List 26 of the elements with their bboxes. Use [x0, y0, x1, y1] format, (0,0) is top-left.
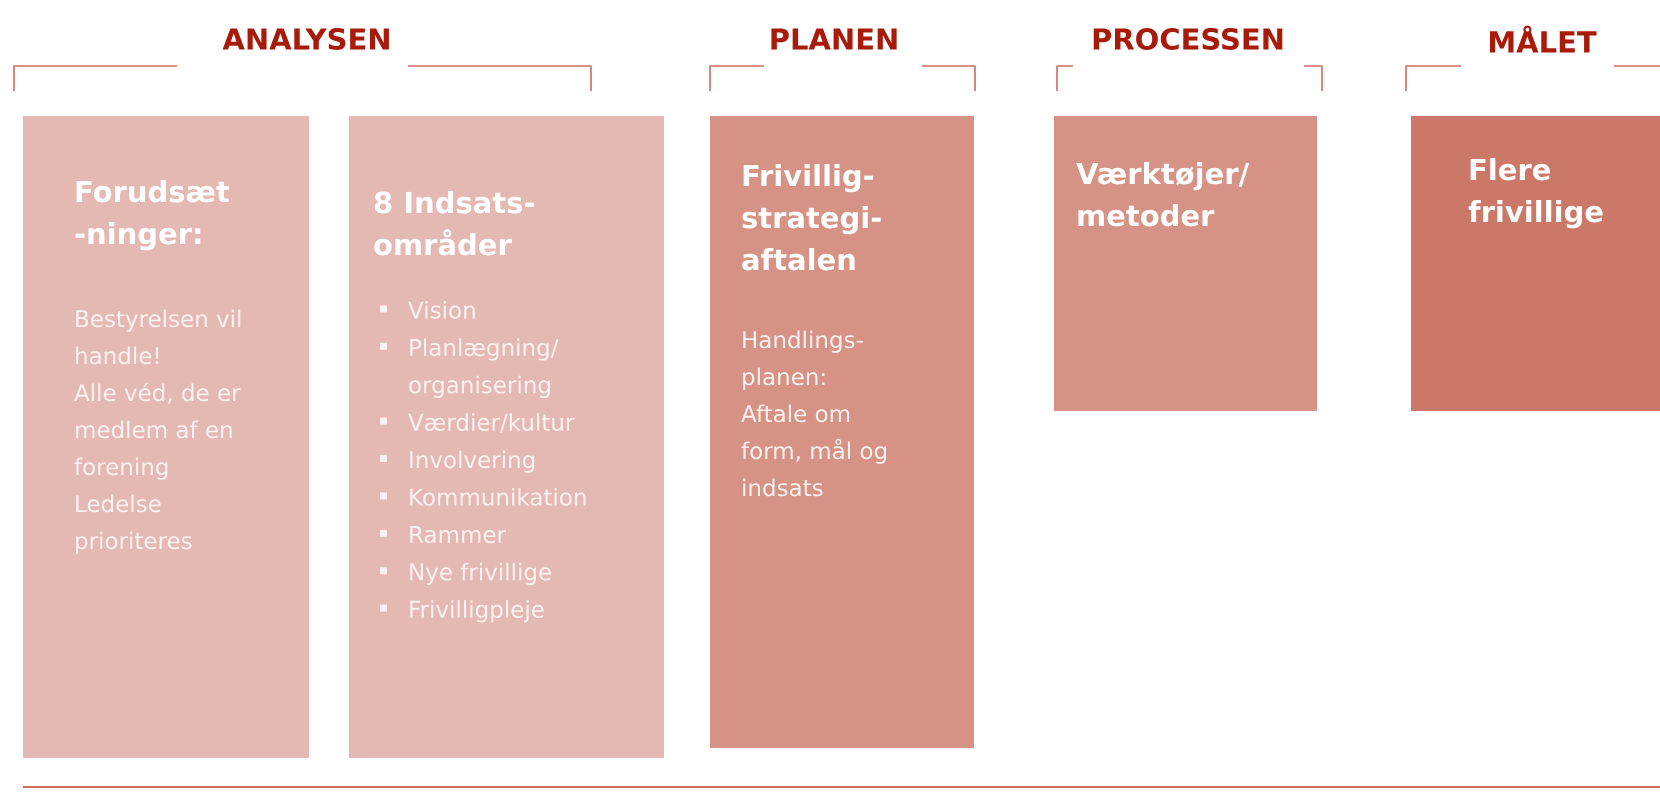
body-text: Alle véd, de er medlem af en forening [74, 382, 241, 480]
text-box [1411, 116, 1660, 411]
bullet-item: Kommunikation [410, 487, 586, 506]
section-heading: PLANEN [771, 28, 897, 50]
body-text: Handlings- planen: Aftale om form, mål og indsats [741, 330, 887, 497]
box-heading: Frivillig- strategi- aftalen [742, 164, 881, 271]
text-box [349, 116, 664, 758]
text-box [23, 116, 309, 758]
text-box [710, 116, 974, 748]
bullet-item: Rammer [410, 526, 506, 544]
bullet-item: Værdier/kultur [408, 413, 575, 433]
bullet-item: Vision [408, 300, 475, 319]
bullet-item: Nye frivillige [410, 562, 551, 585]
section-heading: PROCESSEN [1093, 28, 1283, 50]
section-heading: MÅLET [1490, 25, 1597, 53]
body-text: Bestyrelsen vil handle! [76, 309, 241, 365]
box-heading: 8 Indsats- områder [374, 191, 534, 256]
bullet-item: Involvering [410, 450, 535, 473]
section-heading: ANALYSEN [222, 28, 389, 50]
bullet-item: Planlægning/ organisering [409, 338, 559, 398]
box-heading: Forudsæt -ninger: [75, 180, 230, 251]
box-heading: Værktøjer/ metoder [1076, 162, 1250, 227]
bullet-item: Frivilligpleje [410, 600, 544, 623]
box-heading: Flere frivillige [1468, 158, 1603, 229]
text-box [1054, 116, 1317, 411]
body-text: Ledelse prioriteres [76, 494, 192, 554]
